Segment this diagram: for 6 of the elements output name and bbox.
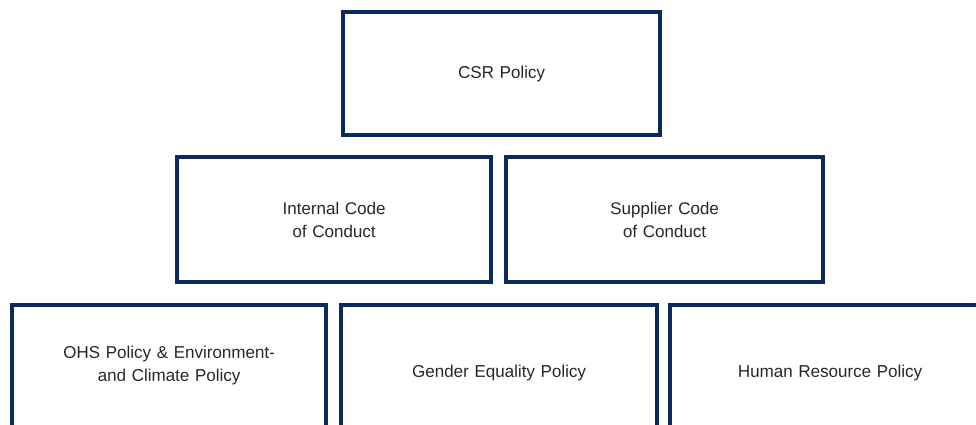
policy-box: CSR Policy — [341, 10, 662, 137]
policy-box: Supplier Code of Conduct — [504, 155, 825, 284]
policy-box: OHS Policy & Environment- and Climate Policy — [10, 302, 328, 425]
policy-box: Human Resource Policy — [668, 302, 976, 425]
policy-box: Gender Equality Policy — [339, 302, 659, 425]
policy-box: Internal Code of Conduct — [175, 155, 493, 284]
